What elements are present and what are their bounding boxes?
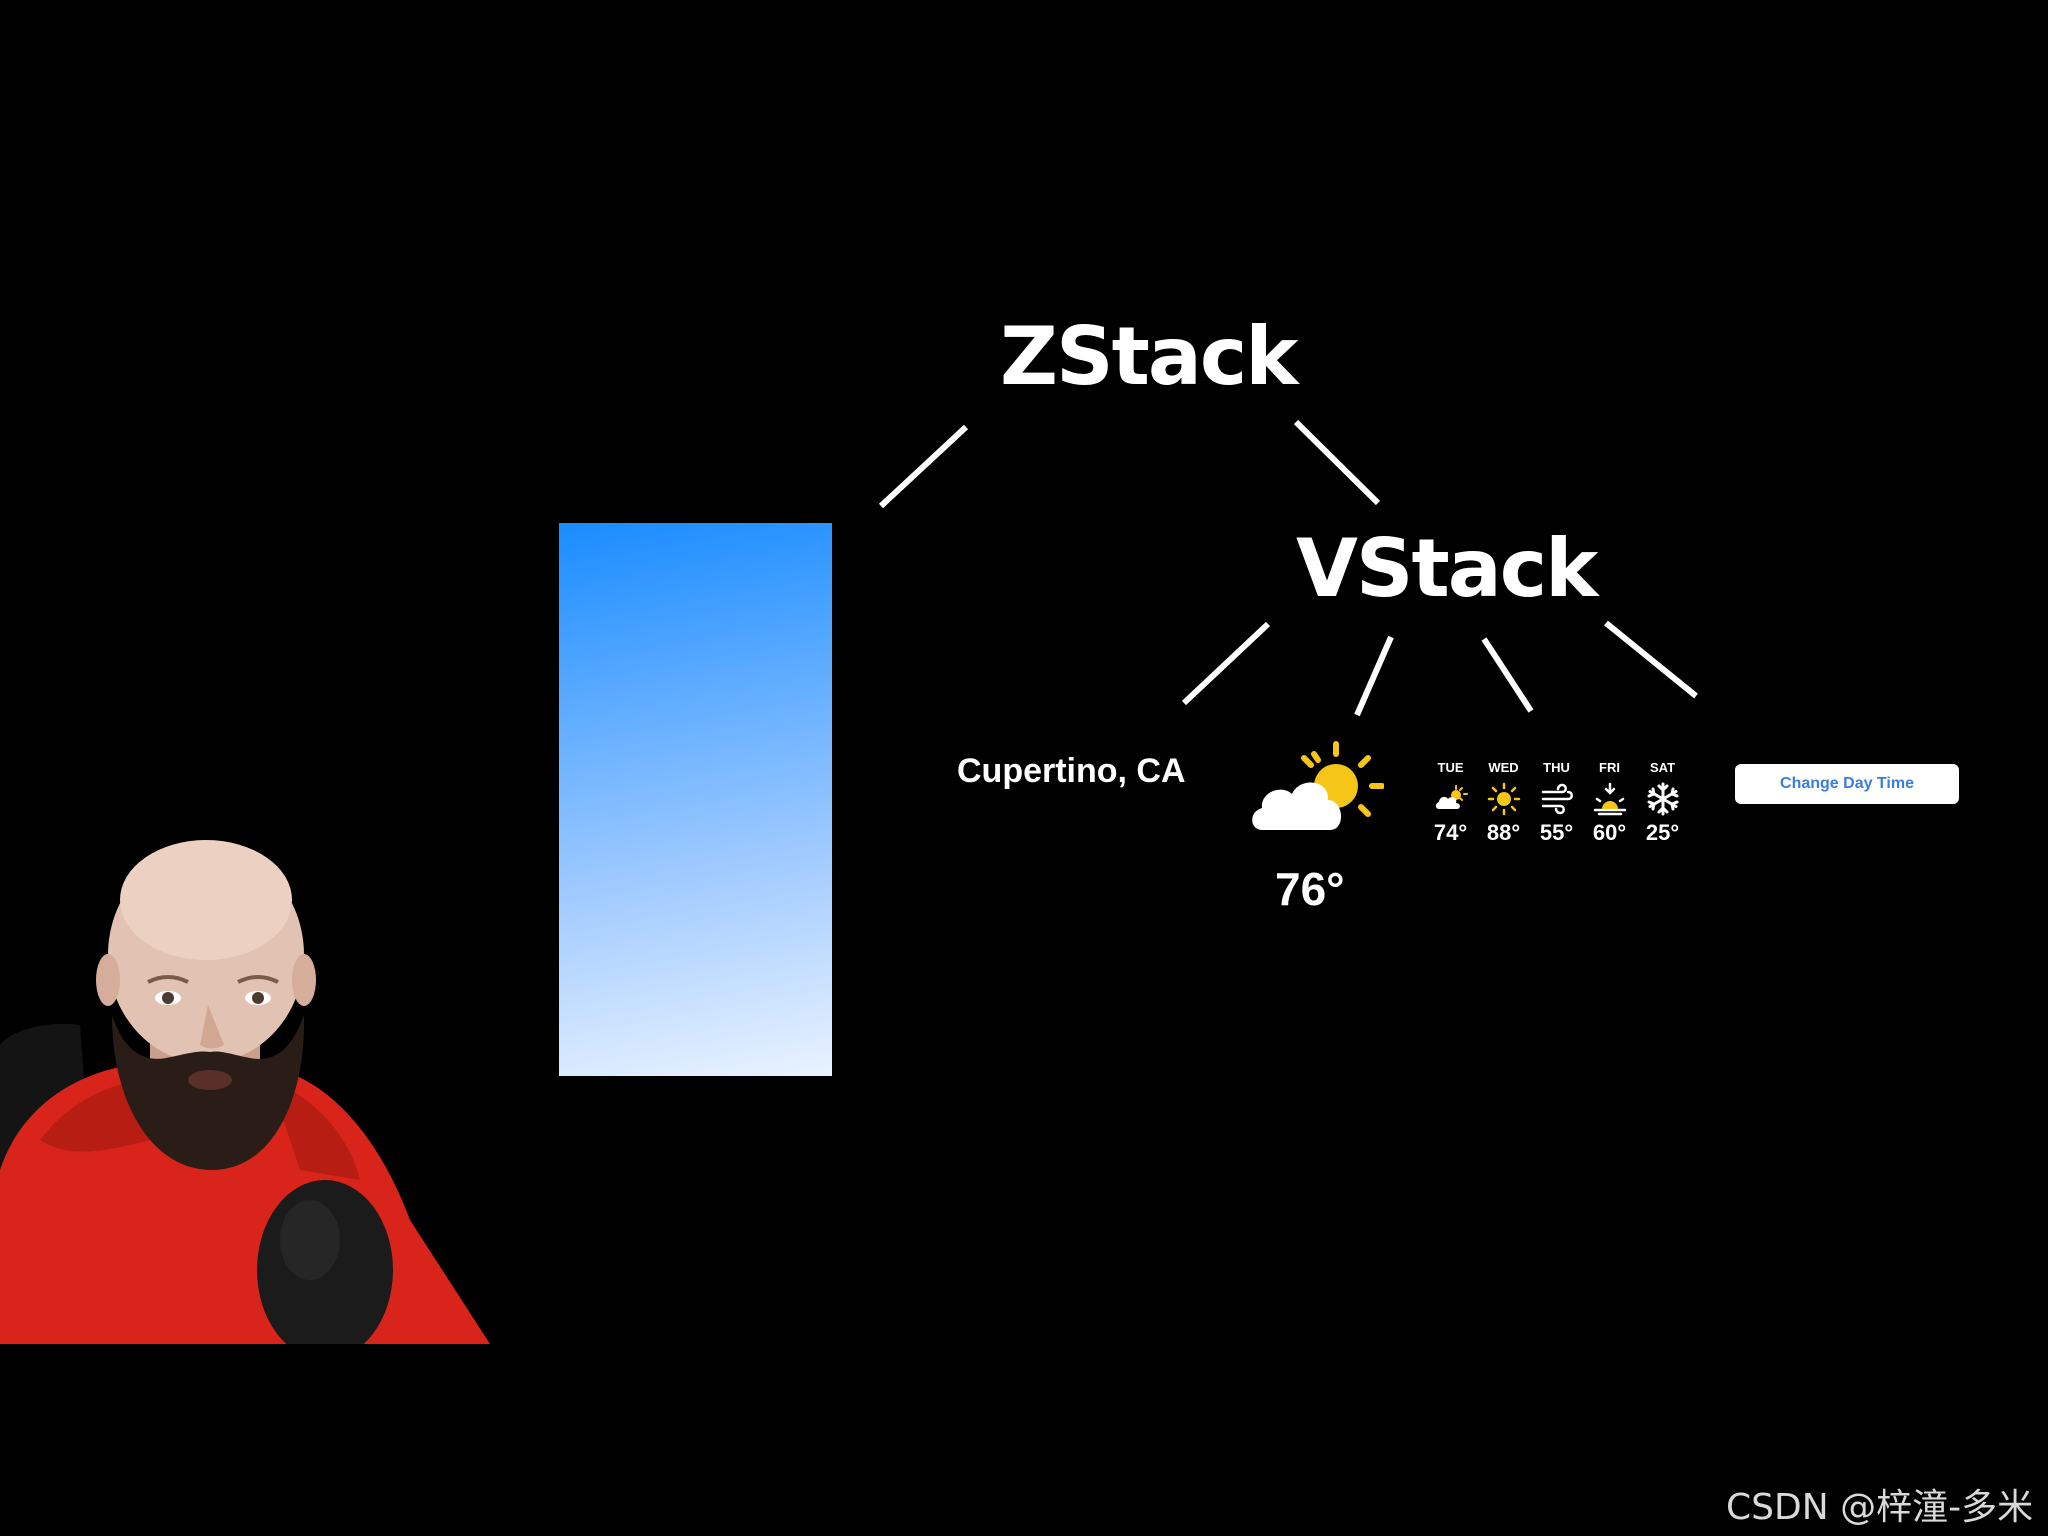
current-temperature: 76° xyxy=(1275,863,1345,915)
forecast-day-thu: THU 55° xyxy=(1530,760,1583,846)
forecast-row: TUE 74° WED xyxy=(1424,760,1689,846)
forecast-day-wed: WED 88° xyxy=(1477,760,1530,846)
day-name: FRI xyxy=(1599,760,1620,775)
connector-vstack-to-button xyxy=(1604,620,1698,699)
forecast-day-sat: SAT 25° xyxy=(1636,760,1689,846)
sunset-icon xyxy=(1593,782,1626,816)
wind-icon xyxy=(1541,783,1573,815)
connector-vstack-to-city xyxy=(1181,621,1271,706)
forecast-day-tue: TUE 74° xyxy=(1424,760,1477,846)
day-name: WED xyxy=(1488,760,1519,775)
vstack-label: VStack xyxy=(1296,522,1598,615)
connector-zstack-to-rect xyxy=(878,424,969,509)
cloud-sun-icon xyxy=(1435,785,1468,809)
day-name: THU xyxy=(1543,760,1570,775)
connector-zstack-to-vstack xyxy=(1293,419,1381,506)
day-name: TUE xyxy=(1437,760,1464,775)
day-name: SAT xyxy=(1649,760,1676,775)
snowflake-icon xyxy=(1647,782,1678,816)
connector-vstack-to-forecast xyxy=(1481,637,1534,713)
background-gradient-rectangle xyxy=(559,523,832,1076)
change-day-time-button[interactable]: Change Day Time xyxy=(1735,764,1959,804)
day-temperature: 25° xyxy=(1645,820,1680,845)
sun-icon xyxy=(1487,782,1520,816)
watermark-text: CSDN @梓潼-多米 xyxy=(1726,1487,2034,1528)
zstack-label: ZStack xyxy=(1000,310,1298,403)
day-temperature: 88° xyxy=(1486,820,1521,845)
connector-vstack-to-current xyxy=(1354,635,1394,717)
day-temperature: 74° xyxy=(1433,820,1468,845)
city-label: Cupertino, CA xyxy=(957,752,1186,790)
forecast-day-fri: FRI 60° xyxy=(1583,760,1636,846)
cloud-sun-icon xyxy=(1252,741,1384,830)
presenter-webcam-image xyxy=(0,840,490,1344)
day-temperature: 60° xyxy=(1592,820,1627,845)
day-temperature: 55° xyxy=(1539,820,1574,845)
